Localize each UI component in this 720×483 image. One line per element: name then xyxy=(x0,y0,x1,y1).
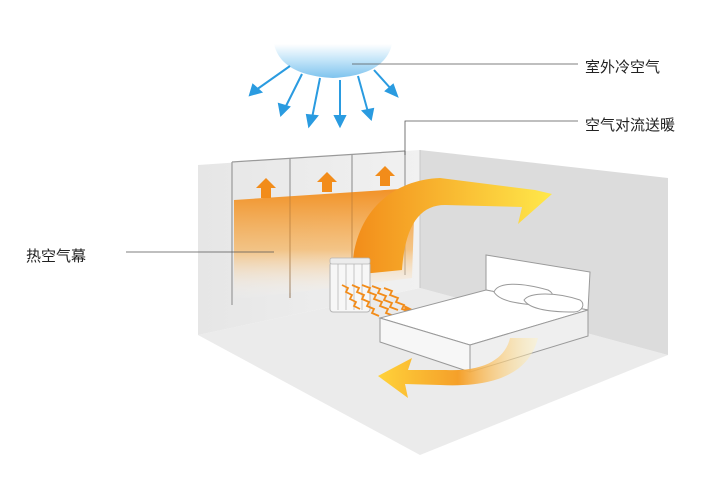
rising-arrow-icon xyxy=(256,178,276,198)
rising-arrows xyxy=(256,166,395,198)
heat-waves xyxy=(341,284,411,317)
ceiling-vent xyxy=(274,44,392,78)
outdoor-cold-air-label: 室外冷空气 xyxy=(585,58,661,76)
cold-air-arrows xyxy=(248,65,399,129)
cold-arrow-head-icon xyxy=(305,113,319,129)
cold-arrow-head-icon xyxy=(333,115,347,129)
radiator xyxy=(329,257,371,313)
leader-convection xyxy=(404,120,578,155)
cold-arrow-head-icon xyxy=(277,102,291,118)
cold-arrow-head-icon xyxy=(384,83,399,98)
cold-air-source xyxy=(274,44,392,78)
convection-arrow xyxy=(352,178,552,275)
leader-lines xyxy=(126,63,578,253)
bed-pillow xyxy=(523,293,584,313)
hot-air-curtain-label: 热空气幕 xyxy=(26,247,87,265)
cold-arrow-head-icon xyxy=(248,83,264,97)
rising-arrow-icon xyxy=(375,166,395,186)
bed-hot-air-arrow xyxy=(378,338,538,398)
rising-arrow-icon xyxy=(317,172,337,192)
cold-arrow-head-icon xyxy=(360,107,375,122)
air-convection-heating-label: 空气对流送暖 xyxy=(585,116,676,134)
